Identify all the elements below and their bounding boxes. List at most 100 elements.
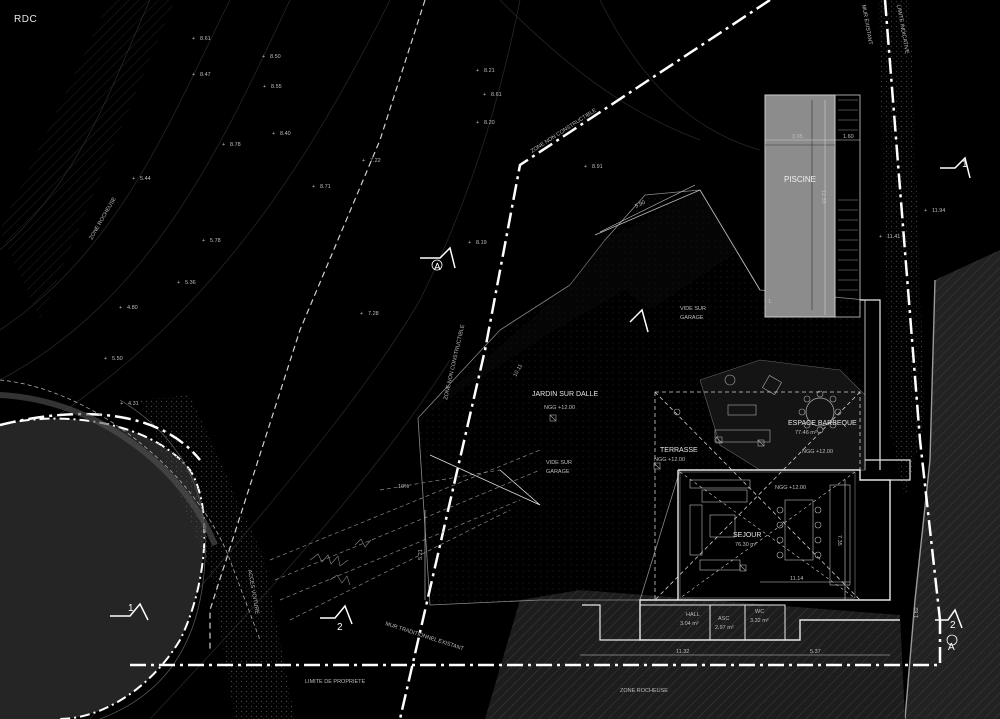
dim-537: 5.37	[810, 649, 821, 655]
section-2-left: 2	[337, 622, 343, 633]
spot-level-marker: +	[119, 305, 122, 311]
spot-level: 8.40	[280, 131, 291, 137]
asc-area-label: 2.97 m²	[715, 625, 734, 631]
living-furniture	[689, 479, 851, 586]
section-1-left: 1	[128, 603, 134, 614]
limite-propriete-label: LIMITE DE PROPRIETE	[305, 679, 366, 685]
spot-level: 5.78	[210, 238, 221, 244]
dim-735: 7.35	[836, 535, 842, 546]
non-constructible-line	[398, 0, 771, 719]
spot-level-marker: +	[468, 240, 471, 246]
spot-level: 11.94	[932, 208, 945, 214]
spot-level-marker: +	[222, 142, 225, 148]
dim-521: 5.21	[418, 549, 424, 560]
spot-level: 11.41	[887, 234, 900, 240]
dim-1132: 11.32	[676, 649, 689, 655]
jardin-label: JARDIN SUR DALLE	[532, 391, 598, 398]
wc-label: WC	[755, 609, 764, 615]
dim-1011: 10.11	[512, 363, 524, 378]
rocky-strip-right	[878, 0, 925, 500]
bbq-table-round	[805, 397, 835, 427]
rocky-zone-strip-left	[0, 0, 175, 320]
dim-590: 5.90	[634, 200, 646, 210]
spot-level-marker: +	[476, 68, 479, 74]
spot-level-marker: +	[177, 280, 180, 286]
drawing-title: RDC	[14, 14, 38, 25]
spot-level-marker: +	[312, 184, 315, 190]
wc-area-label: 3.32 m²	[750, 618, 769, 624]
spot-level: 4.80	[127, 305, 138, 311]
spot-level-marker: +	[263, 84, 266, 90]
secondary-boundary-line	[209, 0, 426, 650]
spot-level: 8.47	[200, 72, 211, 78]
spot-level: 8.20	[484, 120, 495, 126]
section-a-bottom: A	[948, 642, 955, 653]
terrace-outline	[654, 391, 861, 601]
dim-1114: 11.14	[790, 576, 803, 582]
spot-levels: 8.61+8.47+8.50+8.55+8.40+8.78+7.22+8.71+…	[104, 36, 945, 407]
spot-level-marker: +	[584, 164, 587, 170]
indicative-limit-line	[883, 0, 942, 621]
spot-level: 8.78	[230, 142, 241, 148]
barbecue-ngg-label: NGG +12.00	[802, 449, 833, 455]
zone-non-constructible-label-1: ZONE NON CONSTRUCTIBLE	[530, 108, 598, 155]
spot-level: 8.61	[200, 36, 211, 42]
spot-level: 8.55	[271, 84, 282, 90]
dim-pool-width: 3.95	[792, 134, 803, 140]
hall-area-label: 3.04 m²	[680, 621, 699, 627]
pool-mark: 1.	[768, 299, 773, 305]
dimension-lines	[424, 100, 890, 656]
spot-level-marker: +	[360, 311, 363, 317]
spot-level: 5.36	[185, 280, 196, 286]
asc-label: ASC	[718, 616, 729, 622]
mur-traditionnel-label: MUR TRADITIONNEL EXISTANT	[384, 621, 465, 652]
garage-void-1	[418, 190, 740, 418]
left-zone-line	[0, 412, 201, 461]
terrasse-label: TERRASSE	[660, 447, 698, 454]
spot-level: 4.31	[128, 401, 139, 407]
spot-level: 5.44	[140, 176, 151, 182]
spot-level-marker: +	[924, 208, 927, 214]
vide-garage-2a: VIDE SUR	[546, 460, 572, 466]
spot-level-marker: +	[202, 238, 205, 244]
driveway	[140, 395, 295, 719]
vide-garage-2b: GARAGE	[546, 469, 570, 475]
spot-level: 7.28	[368, 311, 379, 317]
spot-level: 8.21	[484, 68, 495, 74]
jardin-ngg-label: NGG +12.00	[544, 405, 575, 411]
terrasse-ngg-label: NGG +12.00	[654, 457, 685, 463]
sejour-label: SEJOUR	[733, 532, 761, 539]
vide-garage-1a: VIDE SUR	[680, 306, 706, 312]
spot-level: 8.19	[476, 240, 487, 246]
spot-level-marker: +	[483, 92, 486, 98]
vide-garage-1b: GARAGE	[680, 315, 704, 321]
pool	[764, 94, 836, 318]
mur-existant-label: MUR EXISTANT	[860, 4, 873, 46]
hall-label: HALL	[686, 612, 700, 618]
barbecue-label: ESPACE BARBEQUE	[788, 420, 857, 427]
piscine-label: PISCINE	[784, 175, 816, 184]
spot-level-marker: +	[262, 54, 265, 60]
zone-rocheuse-label-1: ZONE ROCHEUSE	[89, 196, 118, 241]
vegetation	[309, 538, 372, 586]
spot-level-marker: +	[104, 356, 107, 362]
spot-level: 8.50	[270, 54, 281, 60]
spot-level-marker: +	[879, 234, 882, 240]
spot-level-marker: +	[272, 131, 275, 137]
property-limit-line	[130, 620, 942, 667]
spot-level: 8.61	[491, 92, 502, 98]
spot-level: 5.50	[112, 356, 123, 362]
dim-pool-length: 12.55	[820, 190, 826, 204]
spot-level-marker: +	[192, 36, 195, 42]
section-a-top: A	[434, 262, 441, 273]
section-1-right: 1	[962, 159, 968, 170]
section-markers	[110, 156, 971, 629]
section-2-right: 2	[950, 620, 956, 631]
spot-level: 7.22	[370, 158, 381, 164]
dim-182: 1.82	[914, 607, 920, 618]
zone-rocheuse-label-2: ZONE ROCHEUSE	[620, 688, 668, 694]
spot-level-marker: +	[192, 72, 195, 78]
slope-label: 10%	[398, 484, 409, 490]
spot-level-marker: +	[362, 158, 365, 164]
